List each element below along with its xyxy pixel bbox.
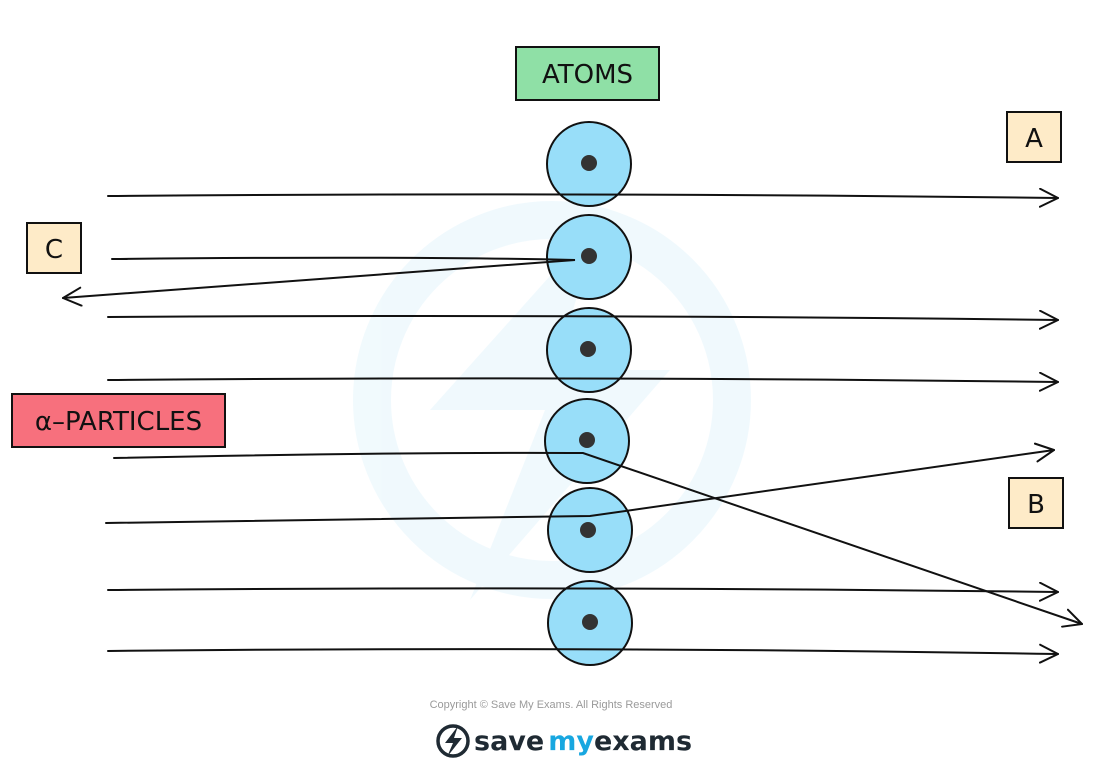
watermark-logo <box>353 201 751 600</box>
lightning-bolt-icon <box>436 724 470 758</box>
nucleus <box>580 522 596 538</box>
path-straight-5 <box>107 643 1059 664</box>
atom <box>546 214 632 300</box>
atom <box>547 487 633 573</box>
path-straight-1 <box>107 187 1059 208</box>
nucleus <box>582 614 598 630</box>
alpha-particles-label-text: α–PARTICLES <box>35 407 202 437</box>
path-label-a: A <box>1006 111 1062 163</box>
atom <box>544 398 630 484</box>
brand-my-text: my <box>548 726 594 757</box>
alpha-paths <box>62 187 1083 664</box>
path-straight-3 <box>107 371 1059 392</box>
path-label-c-text: C <box>45 235 63 265</box>
path-label-c: C <box>26 222 82 274</box>
atom-column <box>544 121 633 666</box>
path-deflect-down <box>113 451 1083 628</box>
atom <box>546 307 632 393</box>
path-rebound-c <box>62 256 576 307</box>
path-label-a-text: A <box>1025 124 1043 154</box>
atom <box>546 121 632 207</box>
atoms-label: ATOMS <box>515 46 660 101</box>
atoms-label-text: ATOMS <box>542 60 633 90</box>
nucleus <box>580 341 596 357</box>
brand-save-text: save <box>474 726 544 757</box>
nucleus <box>579 432 595 448</box>
path-label-b: B <box>1008 477 1064 529</box>
atom <box>547 580 633 666</box>
copyright-text: Copyright © Save My Exams. All Rights Re… <box>430 699 673 711</box>
brand-exams-text: exams <box>594 726 692 757</box>
alpha-particles-label: α–PARTICLES <box>11 393 226 448</box>
path-label-b-text: B <box>1027 490 1045 520</box>
path-straight-2 <box>107 309 1059 330</box>
path-straight-4 <box>107 581 1059 602</box>
nucleus <box>581 155 597 171</box>
nucleus <box>581 248 597 264</box>
path-deflect-up-b <box>105 442 1055 524</box>
